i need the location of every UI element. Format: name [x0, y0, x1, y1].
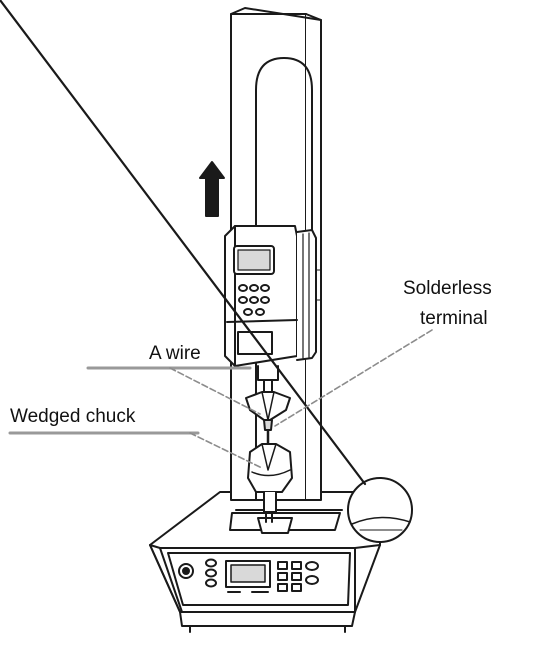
control-panel — [167, 552, 351, 606]
leader-chuck — [189, 432, 263, 469]
power-knob-icon — [178, 563, 194, 579]
magnifier-circle — [347, 477, 413, 543]
label-solderless: Solderless — [403, 278, 492, 299]
leader-wire — [169, 367, 261, 415]
label-terminal: terminal — [420, 308, 488, 329]
diagonal-line — [0, 0, 367, 486]
base-plate — [229, 504, 343, 534]
leader-solderless — [274, 329, 433, 427]
up-arrow-icon — [199, 161, 225, 217]
lower-wedged-chuck — [247, 443, 293, 513]
panel-display — [225, 560, 271, 588]
label-wire: A wire — [149, 343, 201, 364]
label-wedged-chuck: Wedged chuck — [10, 406, 136, 427]
upper-chuck — [245, 365, 291, 421]
force-gauge-icon — [224, 225, 317, 367]
